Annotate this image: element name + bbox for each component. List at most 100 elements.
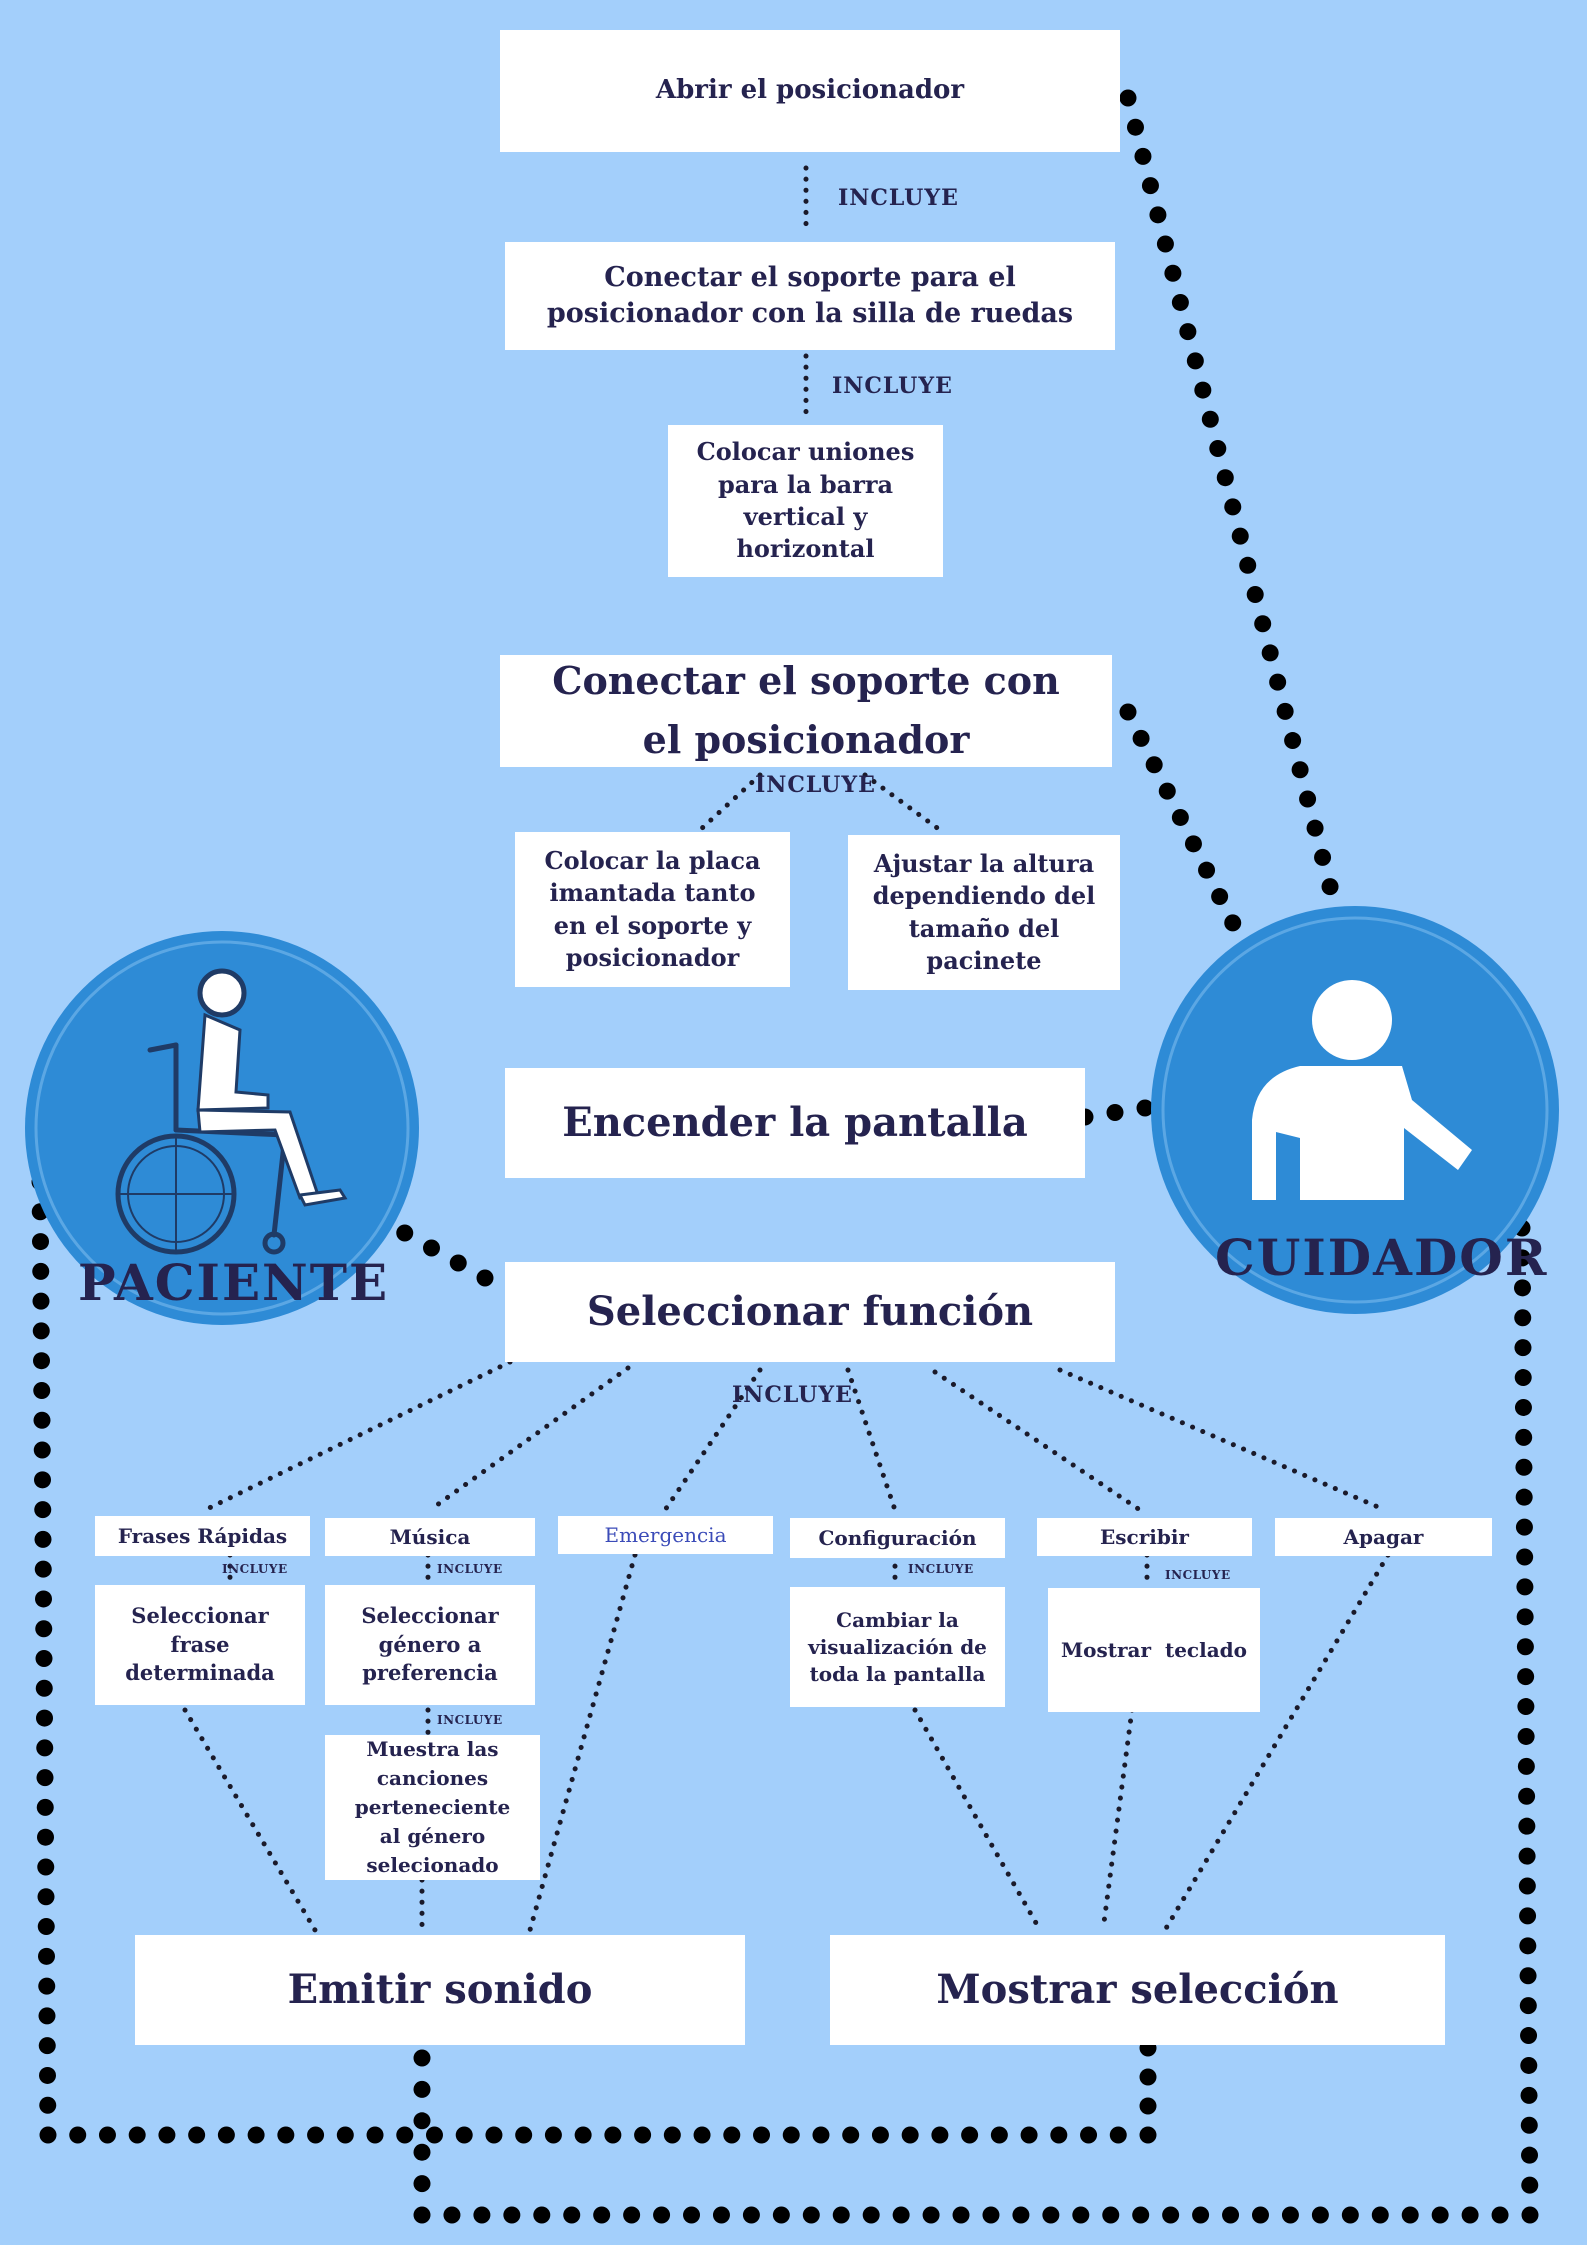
connector-dot — [1072, 2206, 1090, 2224]
use-case-abrir-posicionador: Abrir el posicionador — [500, 30, 1120, 152]
connector-dot — [574, 2126, 592, 2144]
connector-dot — [1461, 2206, 1479, 2224]
use-case-cambiar-visualizacion: Cambiar la visualización de toda la pant… — [790, 1587, 1005, 1707]
connector-dot — [533, 2206, 551, 2224]
include-label: INCLUYE — [832, 373, 953, 399]
connector-dot — [69, 2126, 87, 2144]
connector-dot — [1276, 702, 1294, 720]
connector-dot — [1246, 586, 1264, 604]
connector-dot — [1020, 2126, 1038, 2144]
connector-dot — [871, 2126, 889, 2144]
connector-dot — [515, 2126, 533, 2144]
connector-dot — [1186, 352, 1204, 370]
function-escribir: Escribir — [1037, 1518, 1252, 1556]
connector-dot — [413, 2206, 431, 2224]
connector-dot — [1519, 1997, 1537, 2015]
connector-dot — [1209, 439, 1227, 457]
connector-dot — [34, 1471, 51, 1489]
connector-dot — [1521, 2146, 1539, 2164]
connector-dot — [862, 2206, 880, 2224]
connector-dot — [544, 2126, 562, 2144]
connector-dot — [35, 1620, 53, 1638]
connector-dot — [449, 1254, 467, 1272]
connector-dot — [33, 1352, 50, 1370]
connector-dot — [782, 2126, 800, 2144]
connector-dot — [1516, 1608, 1534, 1626]
connector-dot — [336, 2126, 354, 2144]
connector-dot — [36, 1798, 54, 1816]
function-apagar: Apagar — [1275, 1518, 1492, 1556]
connector-dot — [1192, 2206, 1210, 2224]
connector-dot — [742, 2206, 760, 2224]
connector-dot — [663, 2126, 681, 2144]
use-case-muestra-canciones: Muestra las canciones perteneciente al g… — [325, 1735, 540, 1880]
use-case-mostrar-teclado: Mostrar teclado — [1048, 1588, 1260, 1712]
connector-dot — [563, 2206, 581, 2224]
connector-dot — [1518, 1877, 1536, 1895]
connector-dot — [37, 1858, 55, 1876]
include-label: INCLUYE — [1165, 1568, 1231, 1582]
connector-dot — [1520, 2086, 1538, 2104]
connector-dot — [1158, 782, 1176, 800]
connector-dot — [1515, 1428, 1533, 1446]
connector-dot — [1514, 1398, 1532, 1416]
use-case-ajustar-altura: Ajustar la altura dependiendo del tamaño… — [848, 835, 1120, 990]
connector-dot — [1042, 2206, 1060, 2224]
connector-dot — [634, 2126, 652, 2144]
connector-dot — [1517, 1727, 1535, 1745]
connector-dot — [35, 1679, 53, 1697]
connector-dot — [1269, 673, 1287, 691]
connector-dot — [1517, 1698, 1535, 1716]
connector-dot — [366, 2126, 384, 2144]
use-case-conectar-soporte-posicionador: Conectar el soporte con el posicionador — [500, 655, 1112, 767]
actor-connectors — [31, 89, 1539, 2224]
connector-dot — [34, 1530, 52, 1548]
caregiver-actor — [1151, 906, 1559, 1314]
connector-dot — [1156, 235, 1174, 253]
connector-dot — [623, 2206, 641, 2224]
connector-dot — [1201, 410, 1219, 428]
connector-dot — [683, 2206, 701, 2224]
connector-dot — [1132, 729, 1150, 747]
connector-dot — [1222, 2206, 1240, 2224]
connector-dot — [37, 1888, 55, 1906]
connector-dot — [1179, 323, 1197, 341]
use-case-colocar-placa: Colocar la placa imantada tanto en el so… — [515, 832, 790, 987]
use-case-mostrar-seleccion: Mostrar selección — [830, 1935, 1445, 2045]
function-frases-rapidas: Frases Rápidas — [95, 1516, 310, 1556]
connector-dot — [593, 2206, 611, 2224]
connector-dot — [1520, 2056, 1538, 2074]
connector-dot — [39, 2066, 56, 2084]
connector-dot — [413, 2080, 431, 2098]
connector-dot — [413, 2112, 431, 2130]
include-label: INCLUYE — [222, 1562, 288, 1576]
connector-dot — [1518, 1847, 1536, 1865]
connector-dot — [842, 2126, 860, 2144]
connector-dot — [1401, 2206, 1419, 2224]
connector-dot — [33, 1381, 51, 1399]
connector-dot — [1109, 2126, 1127, 2144]
connector-dot — [961, 2126, 979, 2144]
function-emergencia: Emergencia — [558, 1516, 773, 1554]
connector-dot — [1514, 1369, 1532, 1387]
connector-dot — [802, 2206, 820, 2224]
connector-dot — [1514, 1309, 1532, 1327]
connector-dot — [1515, 1488, 1533, 1506]
connector-dot — [892, 2206, 910, 2224]
connector-dot — [812, 2126, 830, 2144]
connector-dot — [1341, 2206, 1359, 2224]
connector-dot — [1224, 914, 1242, 932]
connector-dot — [1211, 888, 1229, 906]
connector-dot — [1080, 2126, 1098, 2144]
connector-dot — [931, 2126, 949, 2144]
connector-dot — [1164, 264, 1182, 282]
connector-dot — [990, 2126, 1008, 2144]
connector-dot — [712, 2206, 730, 2224]
connector-dot — [1371, 2206, 1389, 2224]
connector-dot — [952, 2206, 970, 2224]
connector-dot — [1521, 2206, 1539, 2224]
connector-dot — [1515, 1458, 1533, 1476]
include-label: INCLUYE — [437, 1562, 503, 1576]
use-case-encender-pantalla: Encender la pantalla — [505, 1068, 1085, 1178]
